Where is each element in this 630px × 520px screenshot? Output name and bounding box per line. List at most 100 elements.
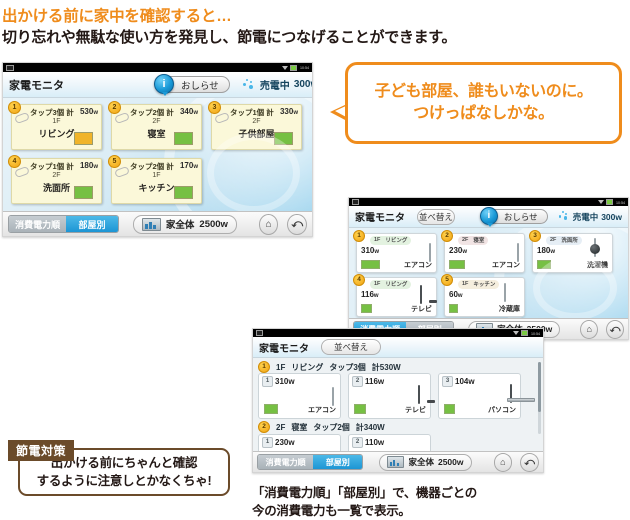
back-arrow-icon[interactable]: ⤺ [606,319,625,339]
room-card[interactable]: 4 タップ1個 計 180w 2F 洗面所 [8,155,102,204]
sell-status: 売電中 300w [242,77,312,92]
room-card-name: キッチン [138,183,175,193]
list-item-number: 2 [352,437,363,448]
sort-button[interactable]: 並べ替え [321,339,381,355]
app-title: 家電モニタ [355,213,405,224]
app-title: 家電モニタ [259,343,309,355]
sell-power-value: 300w [293,79,312,90]
room-card[interactable]: 5 タップ2個 計 170w 1F キッチン [108,155,202,204]
appliance-card[interactable]: 4 1F リビング 116w テレビ [353,274,437,317]
list-item[interactable]: 2 116w テレビ [348,373,435,419]
view-mode-segmented-control[interactable]: 消費電力順 部屋別 [8,215,119,233]
list-item[interactable]: 2 110w [348,434,431,453]
tab-power-order[interactable]: 消費電力順 [258,455,314,469]
room-group-number: 2 [258,421,270,433]
room-card[interactable]: 3 タップ1個 計 330w 2F 子供部屋 [208,101,302,150]
room-card-power-bar [74,186,93,199]
appliance-room-pill: 1F リビング [370,235,412,245]
app-title: 家電モニタ [9,79,64,92]
room-card[interactable]: 1 タップ3個 計 530w 1F リビング [8,101,109,157]
tablet-screenshot-room-view: 10:54 家電モニタ i おしらせ 売電中 300w 1 タップ3個 計 [2,62,313,237]
room-group-taps: タップ2個 [313,422,350,432]
sun-dots-icon [242,78,256,91]
sell-power-value: 300w [601,211,622,222]
appliance-card[interactable]: 5 1F キッチン 60w 冷蔵庫 [441,274,525,317]
status-bar-clock: 10:54 [615,199,625,205]
home-icon[interactable]: ⌂ [493,452,513,472]
total-power-box[interactable]: 家全体 2500w [379,453,472,471]
sell-status-label: 売電中 [572,211,599,222]
appliance-room-pill: 1F リビング [370,279,412,289]
room-card-power-bar [174,186,193,199]
appliance-room-pill: 1F キッチン [458,279,500,289]
vertical-scrollbar[interactable] [538,362,541,434]
wifi-icon [512,331,519,335]
appliance-watt: 180w [537,246,556,255]
back-arrow-icon[interactable]: ⤺ [287,213,307,235]
room-card-name: リビング [38,129,75,139]
total-power-box[interactable]: 家全体 2500w [132,214,237,234]
appliance-room: キッチン [473,282,496,288]
appliance-power-bar [361,260,380,269]
back-arrow-icon[interactable]: ⤺ [520,452,539,472]
room-card-power-bar [74,132,93,145]
room-card[interactable]: 2 タップ2個 計 340w 2F 寝室 [108,101,206,154]
appliance-card[interactable]: 1 1F リビング 310w エアコン [353,230,437,273]
appliance-card[interactable]: 3 2F 洗面所 180w 洗濯機 [529,230,613,273]
room-card-floor: 2F [52,172,61,179]
refrigerator-icon [504,283,506,302]
notify-button[interactable]: i おしらせ [154,74,230,96]
appliance-name: エアコン [492,262,520,269]
tab-by-room[interactable]: 部屋別 [66,216,118,232]
tablet-screenshot-appliance-view: 10:54 家電モニタ 並べ替え i おしらせ 売電中 300w 1 1F リビ [348,197,629,340]
room-card-watt: 180w [79,161,98,170]
appliance-card-number: 2 [441,230,453,242]
room-card-floor: 2F [252,118,261,125]
energy-saving-tip: 出かける前にちゃんと確認 するように注意しとかなくちゃ! 節電対策 [8,440,240,502]
room-card-taps: タップ2個 計 [130,108,174,117]
appliance-card[interactable]: 2 2F 寝室 230w エアコン [441,230,525,273]
room-card-floor: 1F [152,172,161,179]
appliance-watt: 310w [361,246,380,255]
tv-icon [418,385,435,404]
sell-status-label: 売電中 [259,81,290,92]
tab-by-room[interactable]: 部屋別 [313,455,363,469]
appliance-floor: 2F [550,237,557,243]
room-card-name: 洗面所 [42,183,70,193]
appliance-watt: 230w [449,246,468,255]
home-icon[interactable]: ⌂ [580,319,599,339]
tip-tag-label: 節電対策 [8,440,75,461]
house-icon [387,456,405,468]
info-icon: i [479,207,498,227]
list-item-number: 2 [352,376,363,387]
app-header: 家電モニタ i おしらせ 売電中 300w [3,72,312,98]
sort-button[interactable]: 並べ替え [417,208,455,225]
room-card-watt: 330w [279,107,298,116]
list-item[interactable]: 3 104w パソコン [438,373,535,419]
notify-button[interactable]: i おしらせ [479,207,548,227]
appliance-floor: 1F [374,281,381,287]
bubble-line-2: つけっぱなしかな。 [413,105,554,122]
notification-icon [352,199,359,205]
tab-power-order[interactable]: 消費電力順 [9,216,67,232]
notification-icon [256,330,263,336]
speech-bubble: 子ども部屋、誰もいないのに。 つけっぱなしかな。 [345,62,622,144]
list-item-number: 1 [262,376,273,387]
status-bar-right-icons: 10:54 [281,64,309,71]
home-icon[interactable]: ⌂ [258,213,279,235]
appliance-room: リビング [385,238,408,244]
list-item[interactable]: 1 310w エアコン [258,373,341,419]
room-group-floor: 2F [276,422,286,432]
room-card-number: 4 [8,155,21,168]
pc-icon [507,384,535,403]
room-card-watt: 170w [179,161,198,170]
room-card-power-bar [174,132,193,145]
appliance-floor: 2F [462,237,469,243]
view-mode-segmented-control[interactable]: 消費電力順 部屋別 [257,454,364,470]
room-group-total: 計530W [371,362,401,372]
total-power-value: 2500w [199,218,228,230]
appliance-floor: 1F [374,237,381,243]
list-item[interactable]: 1 230w [258,434,341,453]
appliance-watt: 116w [361,290,379,299]
notification-icon [6,64,14,71]
